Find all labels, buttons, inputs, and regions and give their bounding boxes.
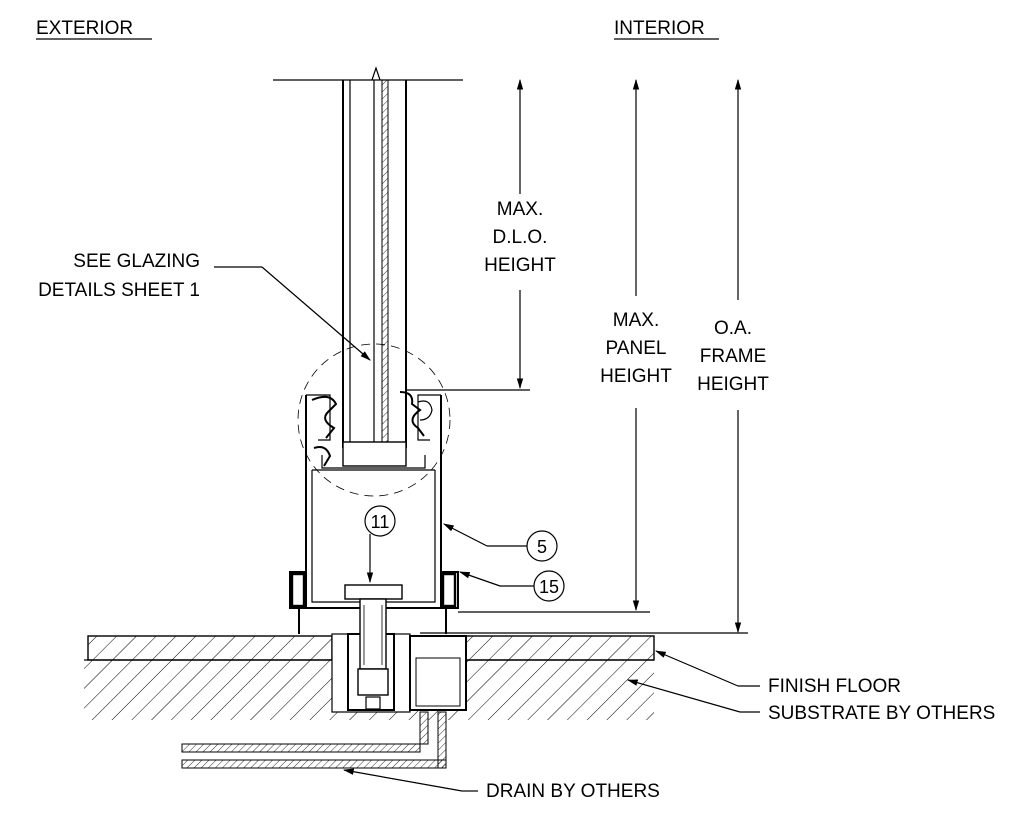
svg-text:SEE GLAZING: SEE GLAZING bbox=[73, 251, 200, 272]
svg-text:MAX.: MAX. bbox=[613, 310, 659, 331]
svg-text:DRAIN BY OTHERS: DRAIN BY OTHERS bbox=[486, 781, 660, 802]
anchor-assembly bbox=[331, 598, 411, 713]
svg-text:D.L.O.: D.L.O. bbox=[493, 227, 548, 248]
finish-floor-callout: FINISH FLOOR bbox=[655, 650, 901, 697]
drain-assembly bbox=[181, 635, 467, 769]
glazing-unit bbox=[273, 66, 463, 449]
svg-text:MAX.: MAX. bbox=[497, 199, 543, 220]
drain-callout: DRAIN BY OTHERS bbox=[342, 768, 660, 802]
dlo-dimension bbox=[406, 78, 530, 391]
tag-5: 5 bbox=[443, 523, 558, 562]
svg-text:PANEL: PANEL bbox=[606, 338, 667, 359]
dlo-height-label: MAX. D.L.O. HEIGHT bbox=[484, 199, 556, 276]
glazing-detail-circle bbox=[297, 343, 451, 497]
substrate-callout: SUBSTRATE BY OTHERS bbox=[626, 679, 995, 724]
svg-text:15: 15 bbox=[539, 577, 559, 597]
svg-text:O.A.: O.A. bbox=[714, 318, 752, 339]
svg-text:HEIGHT: HEIGHT bbox=[484, 255, 556, 276]
svg-text:FRAME: FRAME bbox=[700, 346, 767, 367]
panel-dimension bbox=[458, 78, 650, 613]
svg-text:5: 5 bbox=[537, 537, 547, 557]
frame-height-label: O.A. FRAME HEIGHT bbox=[697, 318, 769, 395]
panel-height-label: MAX. PANEL HEIGHT bbox=[600, 310, 672, 387]
interior-heading: INTERIOR bbox=[614, 18, 719, 40]
tag-11: 11 bbox=[364, 505, 396, 584]
svg-text:FINISH FLOOR: FINISH FLOOR bbox=[768, 676, 901, 697]
exterior-heading: EXTERIOR bbox=[36, 18, 152, 40]
svg-text:SUBSTRATE BY OTHERS: SUBSTRATE BY OTHERS bbox=[768, 703, 995, 724]
glazing-callout: SEE GLAZING DETAILS SHEET 1 bbox=[38, 251, 371, 361]
svg-text:INTERIOR: INTERIOR bbox=[614, 18, 705, 39]
tag-15: 15 bbox=[458, 570, 565, 602]
svg-text:11: 11 bbox=[371, 512, 390, 532]
frame-dimension bbox=[420, 78, 748, 634]
svg-text:HEIGHT: HEIGHT bbox=[697, 374, 769, 395]
svg-text:DETAILS SHEET 1: DETAILS SHEET 1 bbox=[38, 280, 200, 301]
svg-text:EXTERIOR: EXTERIOR bbox=[36, 18, 133, 39]
svg-text:HEIGHT: HEIGHT bbox=[600, 366, 672, 387]
